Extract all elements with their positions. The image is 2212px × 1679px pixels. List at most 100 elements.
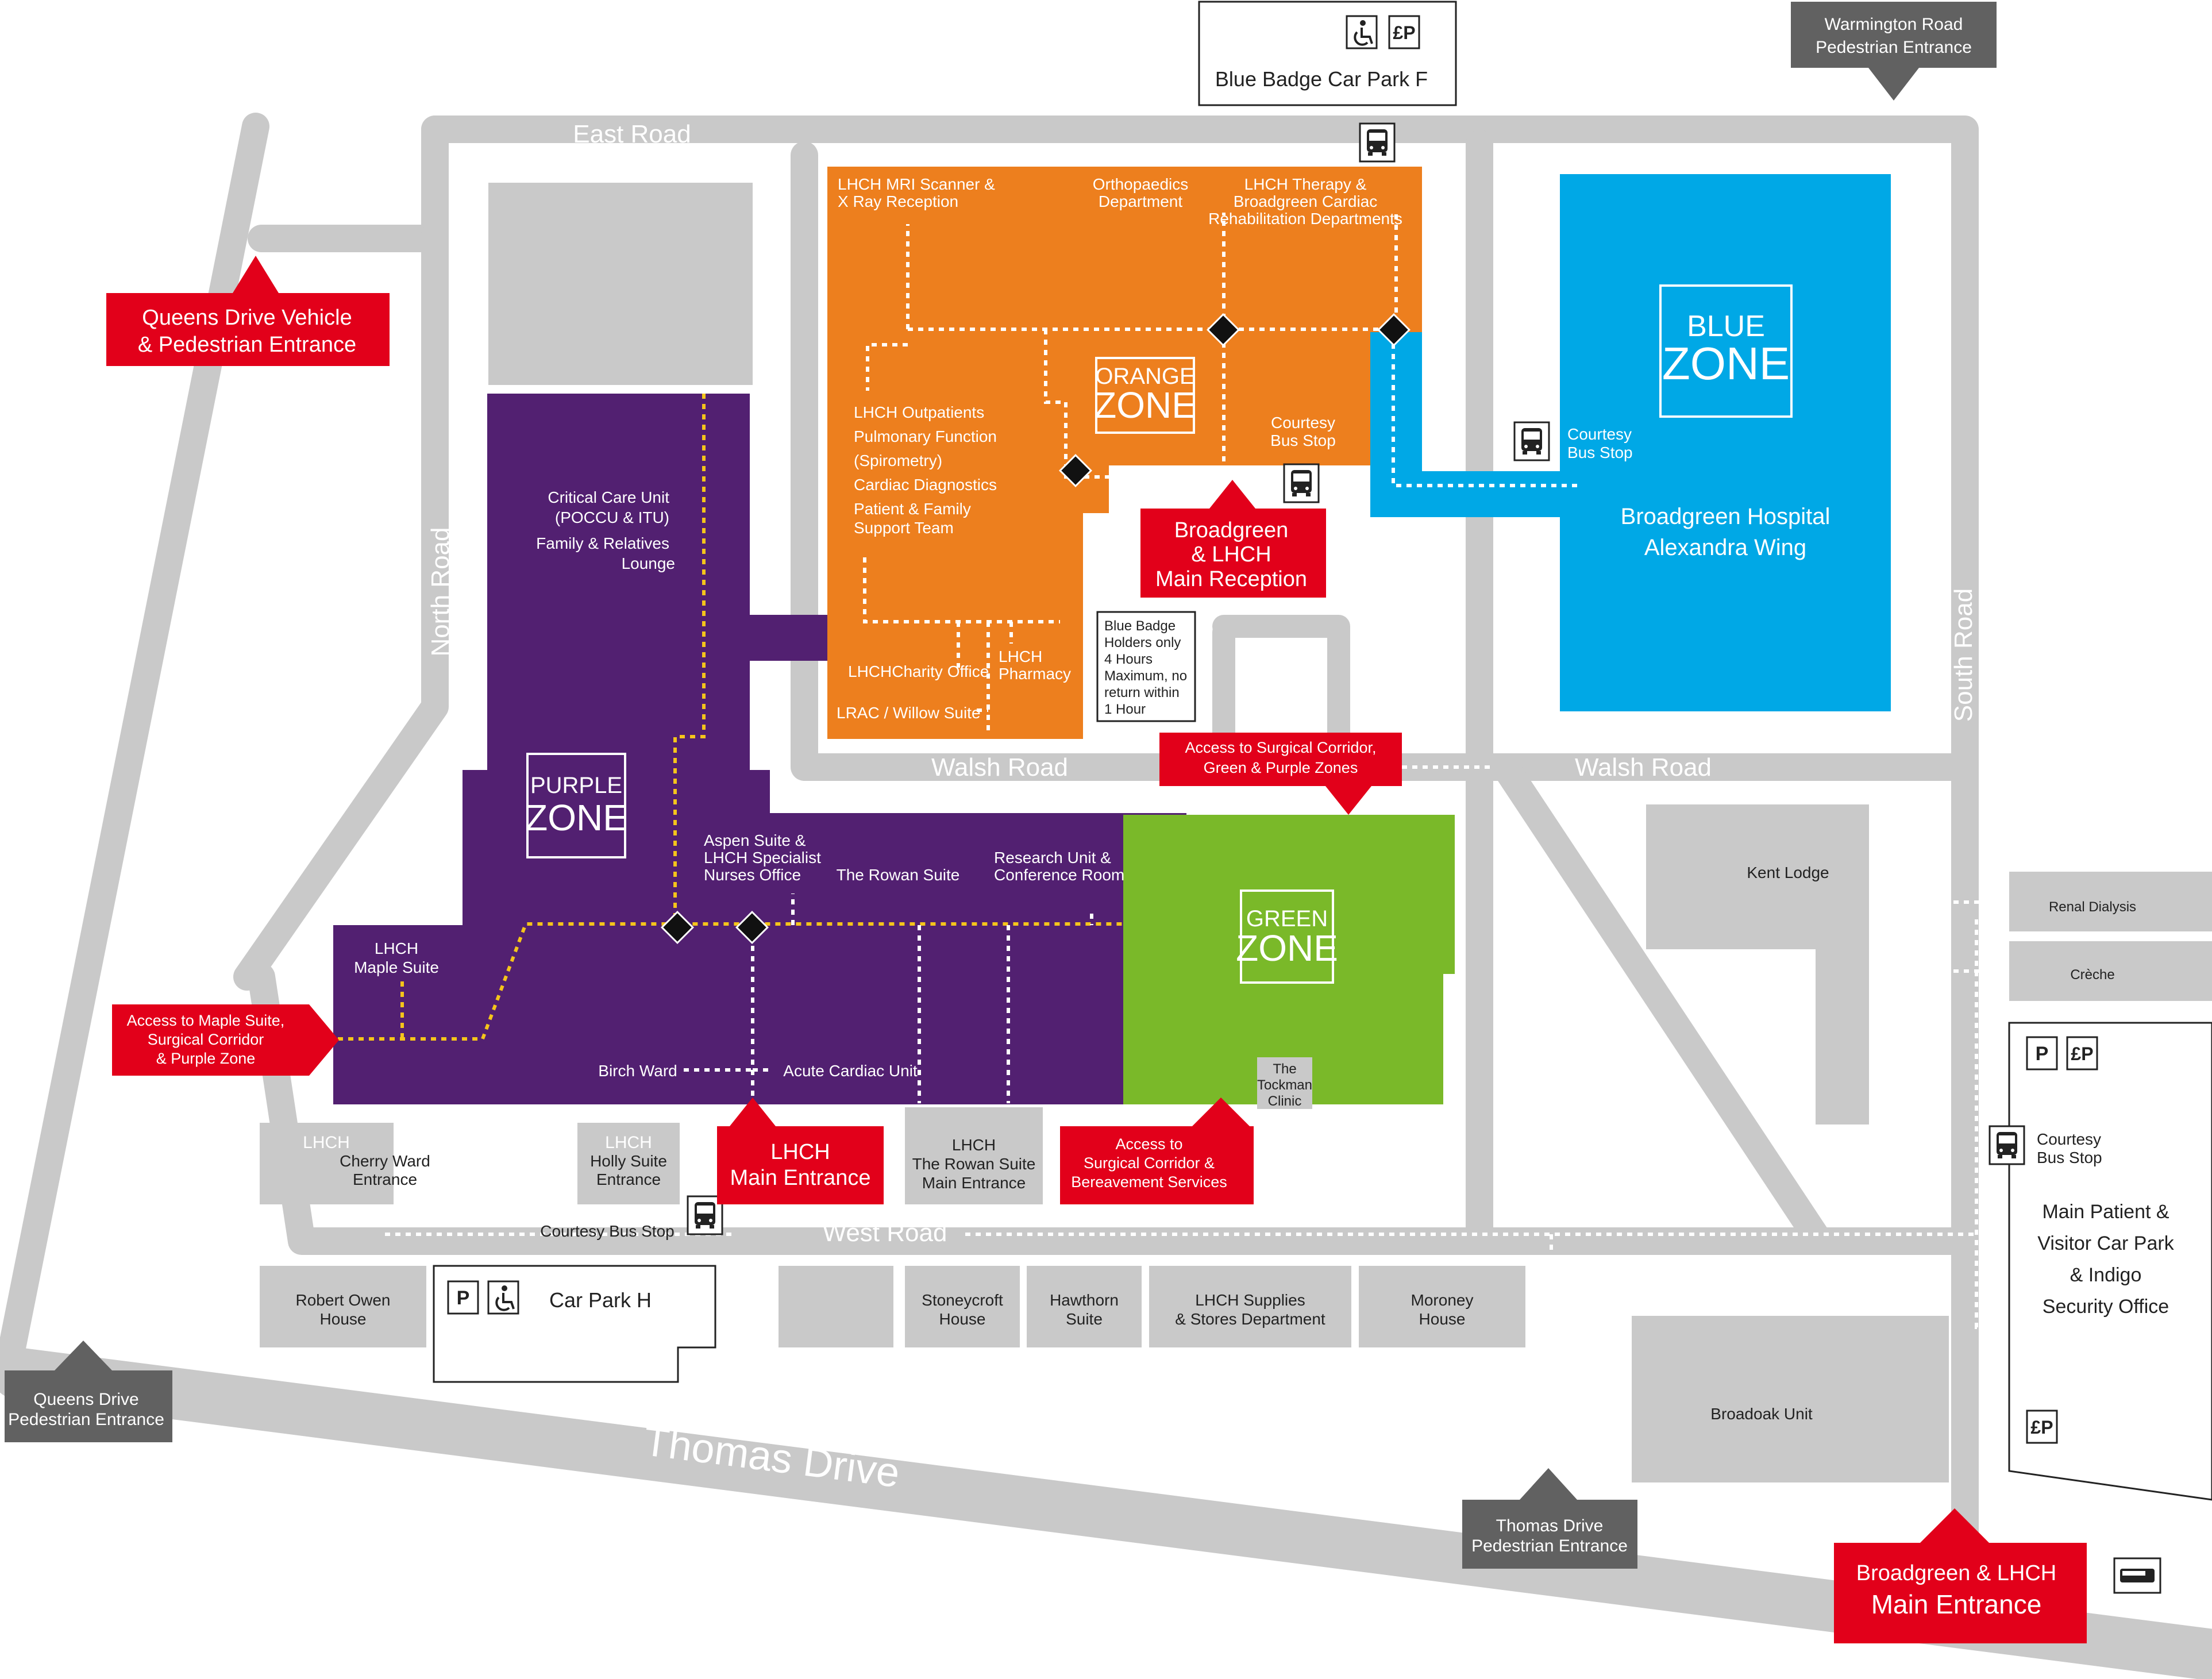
wheelchair-icon	[1346, 15, 1378, 49]
label-therapy-1: LHCH Therapy &	[1244, 175, 1367, 193]
label-charity-office: LHCHCharity Office	[848, 663, 989, 680]
svg-text:BLUE: BLUE	[1687, 310, 1765, 343]
label-stoneycroft-1: Stoneycroft	[922, 1291, 1003, 1309]
label-holly-3: Entrance	[596, 1170, 661, 1188]
pay-parking-symbol: £P	[1393, 22, 1415, 43]
label-poccu-itu: (POCCU & ITU)	[555, 509, 669, 526]
bereavement-services-access[interactable]: Access to Surgical Corridor & Bereavemen…	[1060, 1097, 1254, 1204]
label-pulmonary-function: Pulmonary Function	[854, 428, 997, 445]
pay-parking-icon: £P	[2026, 1410, 2058, 1444]
label-broadoak-unit: Broadoak Unit	[1710, 1405, 1813, 1423]
label-critical-care-unit: Critical Care Unit	[548, 488, 669, 506]
car-park-f[interactable]: Blue Badge Car Park F £P	[1198, 1, 1457, 106]
label-outpatients: LHCH Outpatients	[854, 403, 984, 421]
main-car-park[interactable]: Main Patient & Visitor Car Park & Indigo…	[2008, 1022, 2212, 1501]
junction-node	[1207, 313, 1240, 346]
building-hawthorn-suite	[1027, 1266, 1142, 1347]
bereavement-label-2: Surgical Corridor &	[1084, 1154, 1215, 1172]
label-orange-bus-stop-2: Bus Stop	[1270, 432, 1336, 449]
orange-zone-area	[827, 167, 1422, 739]
building-robert-owen-house	[260, 1266, 426, 1347]
orange-zone-labels: LHCH MRI Scanner & X Ray Reception Ortho…	[837, 175, 1402, 722]
label-family-lounge: Family & Relatives	[536, 534, 669, 552]
label-supplies-1: LHCH Supplies	[1195, 1291, 1305, 1309]
broadgreen-main-entrance[interactable]: Broadgreen & LHCH Main Entrance	[1834, 1508, 2087, 1643]
surgical-corridor-access[interactable]: Access to Surgical Corridor, Green & Pur…	[1159, 733, 1402, 815]
label-robert-owen-2: House	[320, 1310, 367, 1328]
label-pharmacy-1: LHCH	[999, 648, 1042, 665]
car-park-h[interactable]: Car Park H P	[433, 1265, 716, 1383]
maple-suite-access[interactable]: Access to Maple Suite, Surgical Corridor…	[112, 1004, 339, 1076]
bus-icon	[1359, 122, 1396, 163]
blue-badge-note-line: Holders only	[1104, 635, 1181, 650]
label-blue-bus-stop-1: Courtesy	[1567, 425, 1632, 443]
svg-text:ZONE: ZONE	[1662, 338, 1790, 389]
label-rowan-suite: The Rowan Suite	[837, 866, 960, 884]
label-orange-bus-stop-1: Courtesy	[1271, 414, 1335, 432]
main-reception-label-2: & LHCH	[1191, 542, 1271, 567]
svg-text:PURPLE: PURPLE	[530, 773, 622, 798]
blue-badge-note: Blue Badge Holders only 4 Hours Maximum,…	[1096, 611, 1196, 722]
building-lhch-supplies	[1149, 1266, 1351, 1347]
main-car-park-label-4: Security Office	[2043, 1296, 2169, 1318]
bereavement-label-1: Access to	[1115, 1135, 1182, 1153]
label-mri-scanner-1: LHCH MRI Scanner &	[838, 175, 995, 193]
main-reception-label-3: Main Reception	[1155, 567, 1307, 591]
green-zone-area	[1123, 815, 1455, 1104]
label-moroney-1: Moroney	[1411, 1291, 1474, 1309]
pay-parking-icon: £P	[1388, 15, 1420, 49]
label-west-road-bus-stop: Courtesy Bus Stop	[540, 1222, 674, 1240]
maple-access-label-1: Access to Maple Suite,	[127, 1012, 285, 1029]
route-junctions	[661, 313, 1411, 944]
main-car-park-bus-1: Courtesy	[2037, 1130, 2101, 1148]
label-research-unit-2: Conference Room	[994, 866, 1124, 884]
car-park-f-label: Blue Badge Car Park F	[1215, 67, 1428, 91]
label-rowan-entrance-1: LHCH	[952, 1136, 996, 1154]
road-label-walsh-road-east: Walsh Road	[1575, 753, 1712, 781]
label-research-unit-1: Research Unit &	[994, 849, 1111, 867]
svg-text:GREEN: GREEN	[1246, 906, 1328, 931]
purple-zone-area	[333, 394, 1186, 1104]
maple-access-label-2: Surgical Corridor	[148, 1031, 264, 1048]
building-renal-dialysis	[2009, 872, 2212, 931]
main-reception-entrance[interactable]: Broadgreen & LHCH Main Reception	[1140, 480, 1326, 598]
label-supplies-2: & Stores Department	[1175, 1310, 1325, 1328]
thomas-ped-label-1: Thomas Drive	[1496, 1516, 1604, 1535]
pay-parking-symbol: £P	[2071, 1043, 2093, 1064]
surgical-corridor-label-1: Access to Surgical Corridor,	[1185, 739, 1376, 756]
bereavement-label-3: Bereavement Services	[1071, 1173, 1227, 1191]
queens-vehicle-label-2: & Pedestrian Entrance	[138, 333, 356, 357]
broadgreen-main-label-2: Main Entrance	[1871, 1589, 2042, 1619]
queens-ped-label-2: Pedestrian Entrance	[8, 1410, 164, 1429]
building-kent-lodge	[1646, 804, 1869, 949]
label-blue-bus-stop-2: Bus Stop	[1567, 444, 1633, 461]
label-renal-dialysis: Renal Dialysis	[2049, 899, 2136, 915]
label-mri-scanner-2: X Ray Reception	[838, 192, 958, 210]
warmington-road-entrance[interactable]: Warmington Road Pedestrian Entrance	[1791, 2, 1997, 101]
main-car-park-bus-2: Bus Stop	[2037, 1149, 2102, 1166]
blue-building-name-line2: Alexandra Wing	[1644, 535, 1806, 560]
parking-icon: P	[447, 1280, 479, 1315]
label-therapy-2: Broadgreen Cardiac	[1234, 192, 1378, 210]
lhch-main-label-2: Main Entrance	[730, 1166, 870, 1190]
main-reception-label-1: Broadgreen	[1174, 518, 1289, 542]
label-rowan-entrance-3: Main Entrance	[922, 1174, 1026, 1192]
pay-parking-symbol: £P	[2030, 1417, 2053, 1438]
label-cherry-2: Cherry Ward	[340, 1152, 430, 1170]
queens-drive-pedestrian-entrance[interactable]: Queens Drive Pedestrian Entrance	[5, 1341, 172, 1442]
lhch-main-entrance[interactable]: LHCH Main Entrance	[717, 1097, 884, 1204]
label-moroney-2: House	[1419, 1310, 1466, 1328]
orange-zone-title: ORANGE ZONE	[1094, 357, 1196, 434]
main-car-park-label-2: Visitor Car Park	[2037, 1233, 2174, 1254]
thomas-drive-pedestrian-entrance[interactable]: Thomas Drive Pedestrian Entrance	[1462, 1468, 1637, 1569]
queens-drive-vehicle-entrance[interactable]: Queens Drive Vehicle & Pedestrian Entran…	[106, 256, 390, 366]
thomas-ped-label-2: Pedestrian Entrance	[1471, 1536, 1628, 1555]
blue-zone-title: BLUE ZONE	[1659, 284, 1793, 418]
label-patient-support-2: Support Team	[854, 519, 954, 537]
label-creche: Crèche	[2070, 967, 2114, 983]
maple-access-label-3: & Purple Zone	[156, 1050, 256, 1067]
blue-badge-note-line: Blue Badge	[1104, 618, 1176, 634]
warmington-label-1: Warmington Road	[1825, 15, 1963, 34]
blue-zone-connector	[1370, 332, 1560, 517]
label-lrac-willow-suite: LRAC / Willow Suite	[837, 704, 981, 722]
